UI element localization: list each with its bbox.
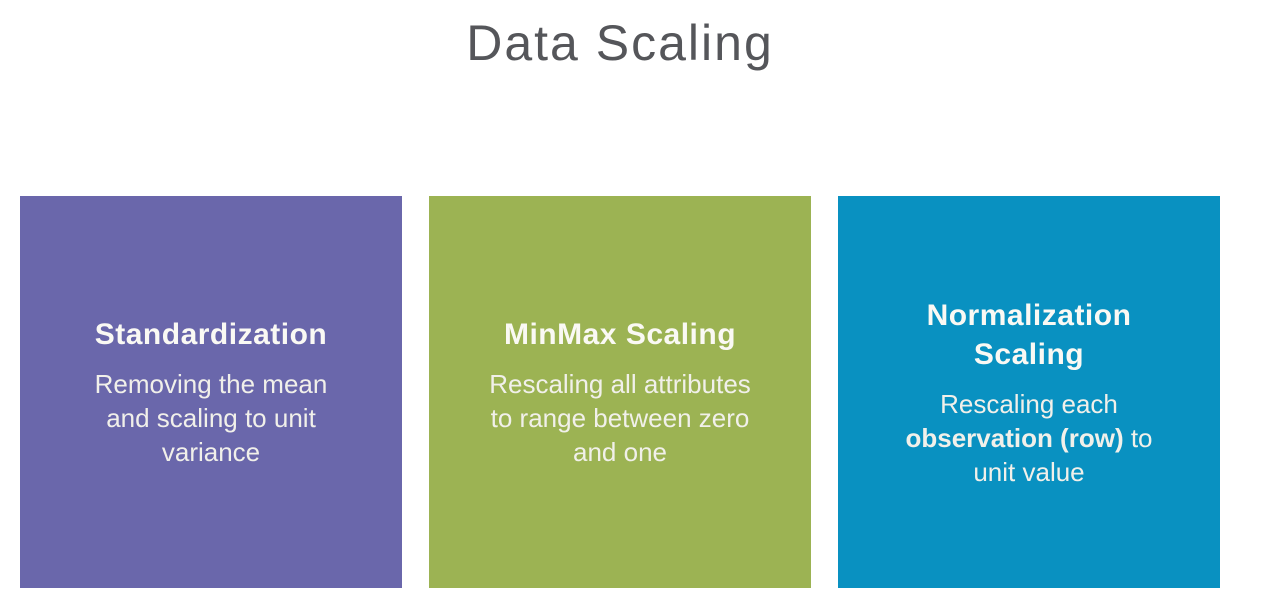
description-text-before: Rescaling each (940, 388, 1118, 419)
card-standardization: Standardization Removing the mean and sc… (20, 196, 402, 588)
card-standardization-description: Removing the mean and scaling to unit va… (94, 369, 328, 467)
card-normalization-scaling: Normalization Scaling Rescaling each obs… (838, 196, 1220, 588)
description-text-after: to unit value (973, 422, 1153, 487)
description-text-bold: observation (row) (905, 422, 1124, 453)
card-normalization-scaling-heading: Normalization Scaling (926, 298, 1132, 371)
card-normalization-scaling-description: Rescaling each observation (row) to unit… (905, 387, 1152, 489)
slide-title: Data Scaling (466, 15, 774, 71)
card-standardization-heading: Standardization (94, 318, 328, 351)
card-minmax-scaling-description: Rescaling all attributes to range betwee… (489, 369, 751, 467)
card-minmax-scaling-heading: MinMax Scaling (503, 318, 737, 351)
cards-row: Standardization Removing the mean and sc… (20, 196, 1220, 588)
card-minmax-scaling: MinMax Scaling Rescaling all attributes … (429, 196, 811, 588)
